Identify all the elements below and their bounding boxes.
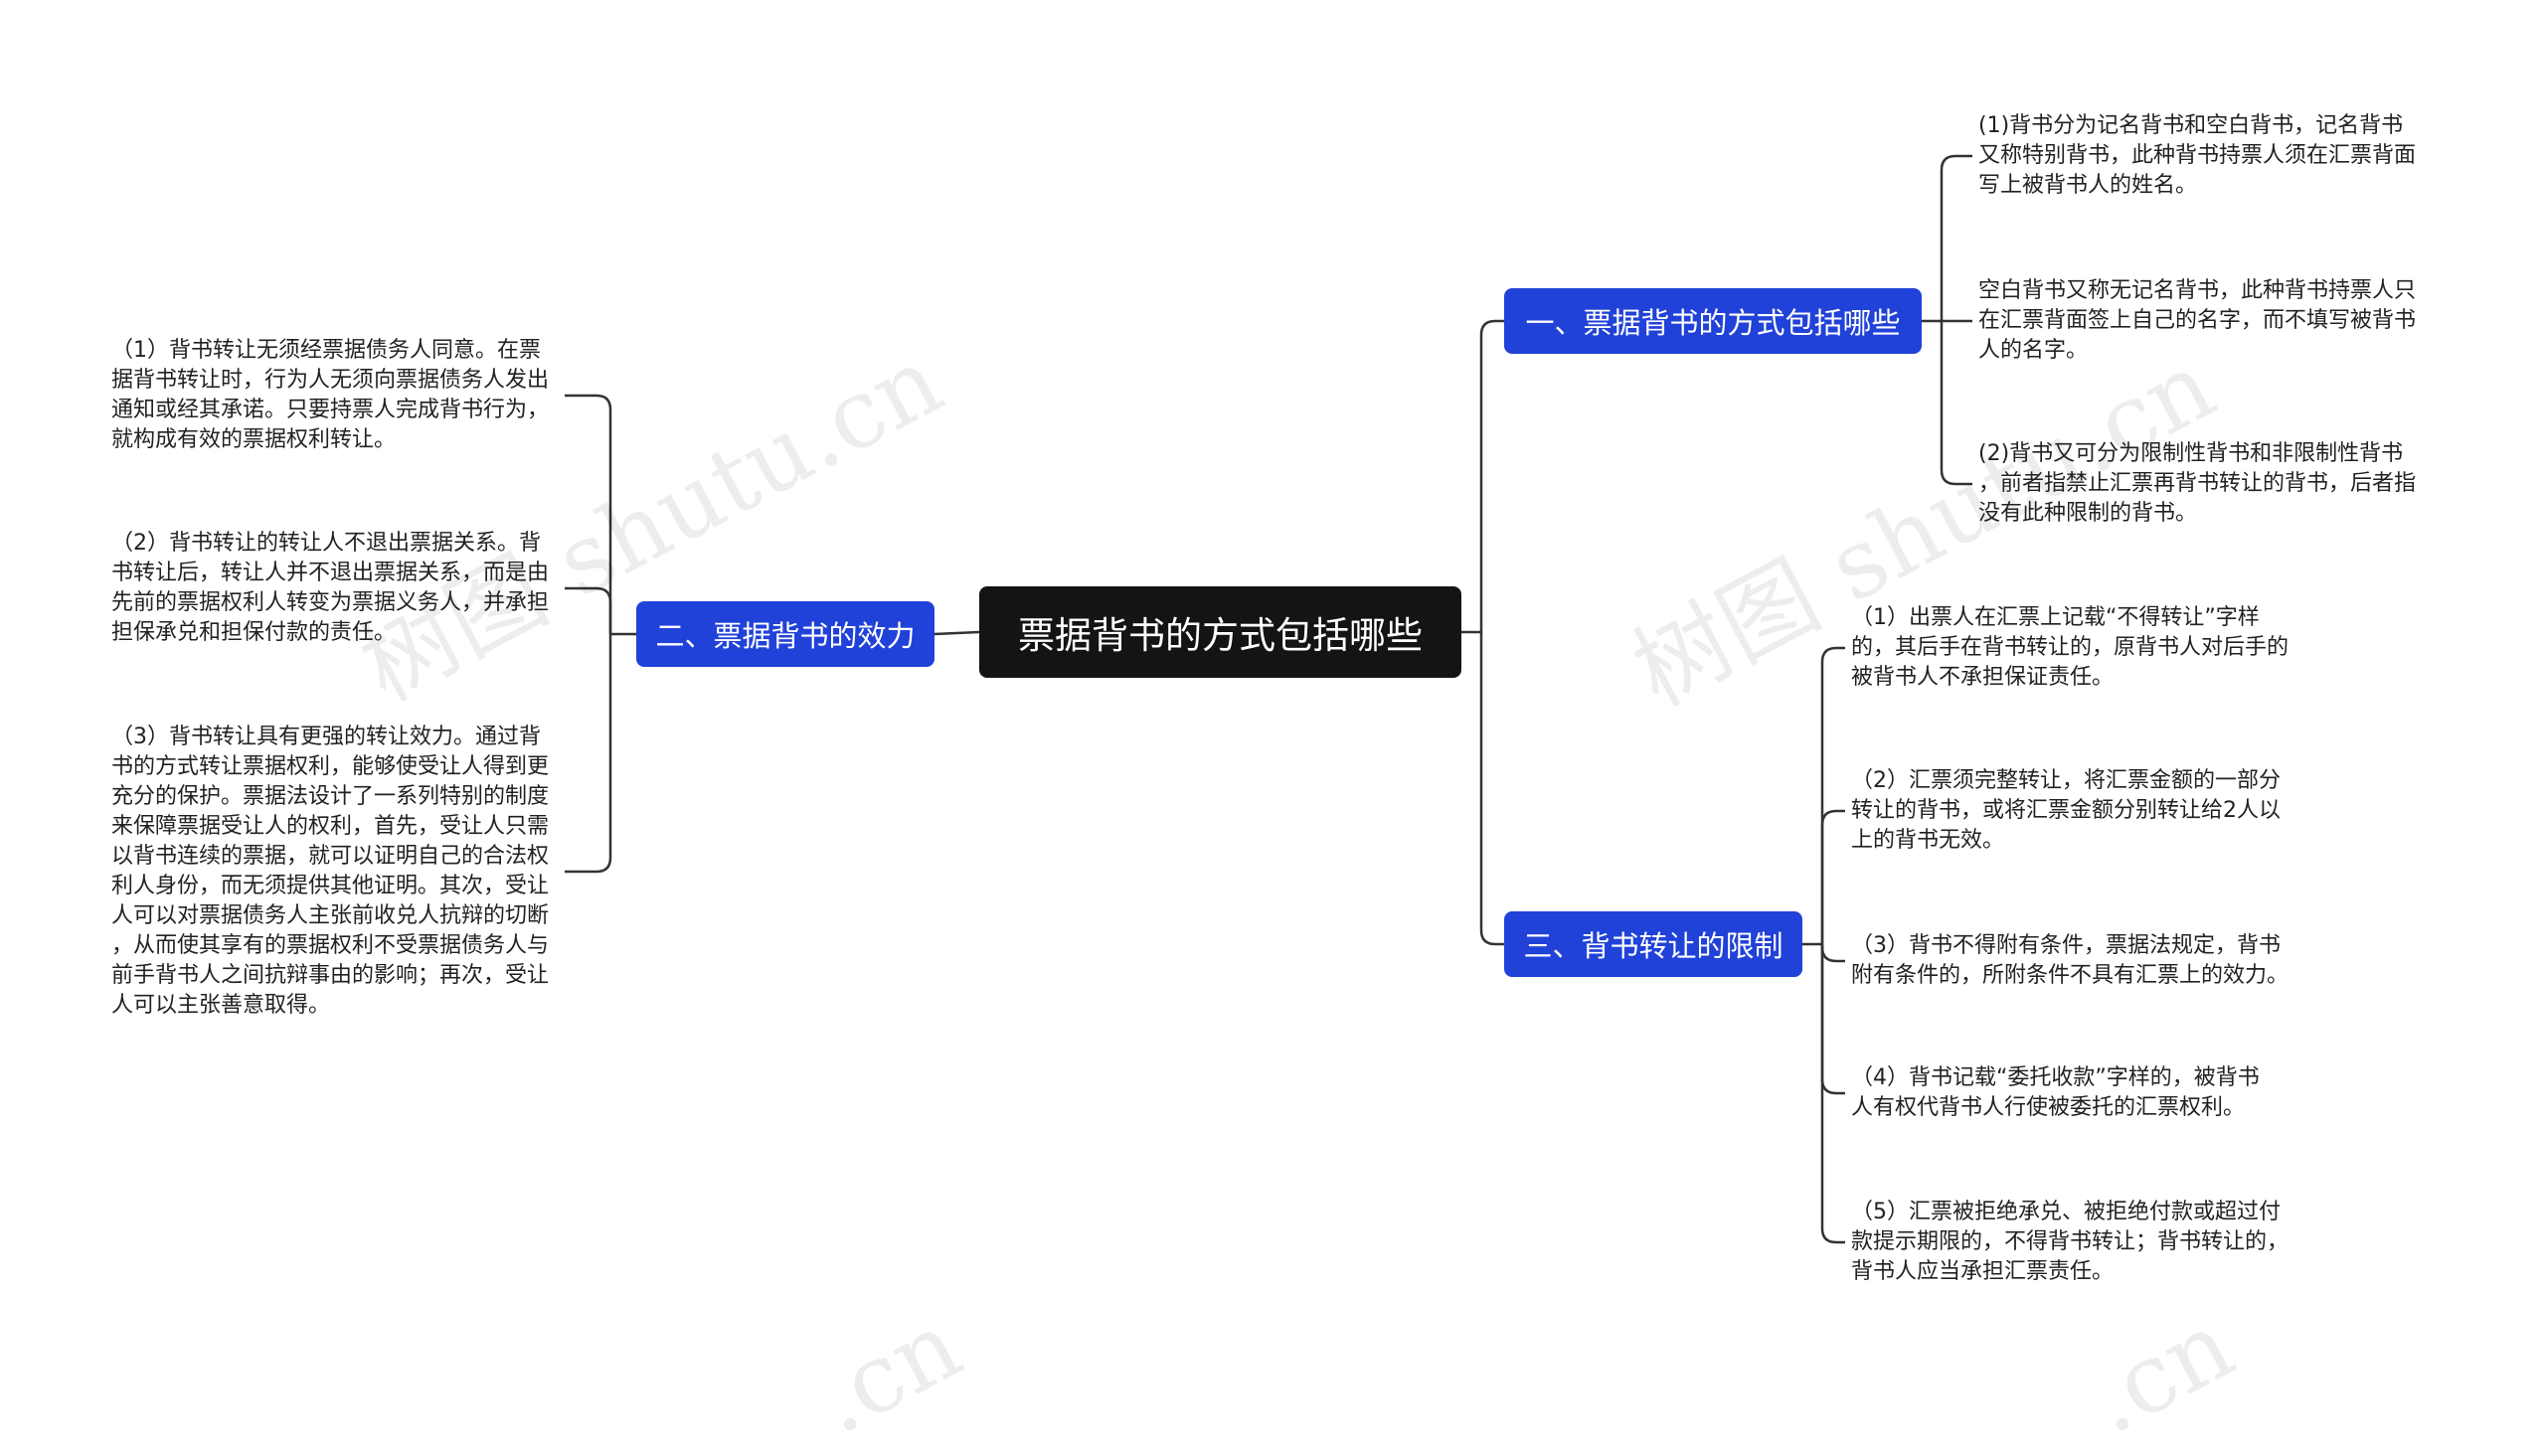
connector-line: [1820, 646, 1845, 944]
leaf-topic[interactable]: （4）背书记载“委托收款”字样的，被背书 人有权代背书人行使被委托的汇票权利。: [1851, 1065, 2260, 1120]
connector-line: [565, 586, 612, 634]
branch-topic-effect[interactable]: 二、票据背书的效力: [636, 601, 934, 667]
connector-line: [565, 634, 612, 874]
leaf-topic[interactable]: （5）汇票被拒绝承兑、被拒绝付款或超过付 款提示期限的，不得背书转让；背书转让的…: [1851, 1200, 2290, 1284]
root-topic[interactable]: 票据背书的方式包括哪些: [979, 586, 1461, 678]
mindmap-canvas: 树图 shutu.cn 树图 shutu.cn .cn .cn 票据背书的方式包…: [111, 113, 2417, 1456]
connector-line: [933, 630, 980, 636]
connector-line: [565, 394, 612, 634]
connector-line: [1820, 944, 1845, 1244]
connector-line: [1820, 809, 1845, 944]
leaf-topic[interactable]: （2）背书转让的转让人不退出票据关系。背 书转让后，转让人并不退出票据关系，而是…: [111, 531, 550, 645]
leaf-topic[interactable]: (1)背书分为记名背书和空白背书，记名背书 又称特别背书，此种背书持票人须在汇票…: [1978, 113, 2417, 198]
leaf-topic[interactable]: (2)背书又可分为限制性背书和非限制性背书 ，前者指禁止汇票再背书转让的背书，后…: [1978, 441, 2417, 526]
connector-line: [1479, 632, 1504, 946]
connector-line: [1940, 154, 1972, 321]
leaf-topic[interactable]: （3）背书转让具有更强的转让效力。通过背 书的方式转让票据权利，能够使受让人得到…: [111, 725, 550, 1018]
branch-topic-restrictions[interactable]: 三、背书转让的限制: [1504, 911, 1802, 977]
leaf-topic[interactable]: 空白背书又称无记名背书，此种背书持票人只 在汇票背面签上自己的名字，而不填写被背…: [1978, 278, 2417, 363]
connector-line: [1820, 944, 1845, 1095]
connector-lines: [565, 154, 1972, 1244]
connector-line: [1820, 944, 1845, 963]
connector-line: [1940, 321, 1972, 486]
leaf-topic[interactable]: （2）汇票须完整转让，将汇票金额的一部分 转让的背书，或将汇票金额分别转让给2人…: [1851, 768, 2281, 853]
leaf-topic[interactable]: （1）出票人在汇票上记载“不得转让”字样 的，其后手在背书转让的，原背书人对后手…: [1851, 605, 2290, 690]
leaf-topic[interactable]: （1）背书转让无须经票据债务人同意。在票 据背书转让时，行为人无须向票据债务人发…: [111, 338, 550, 452]
leaf-topic[interactable]: （3）背书不得附有条件，票据法规定，背书 附有条件的，所附条件不具有汇票上的效力…: [1851, 933, 2290, 988]
branch-topic-methods[interactable]: 一、票据背书的方式包括哪些: [1504, 288, 1922, 354]
connector-line: [1479, 319, 1504, 632]
